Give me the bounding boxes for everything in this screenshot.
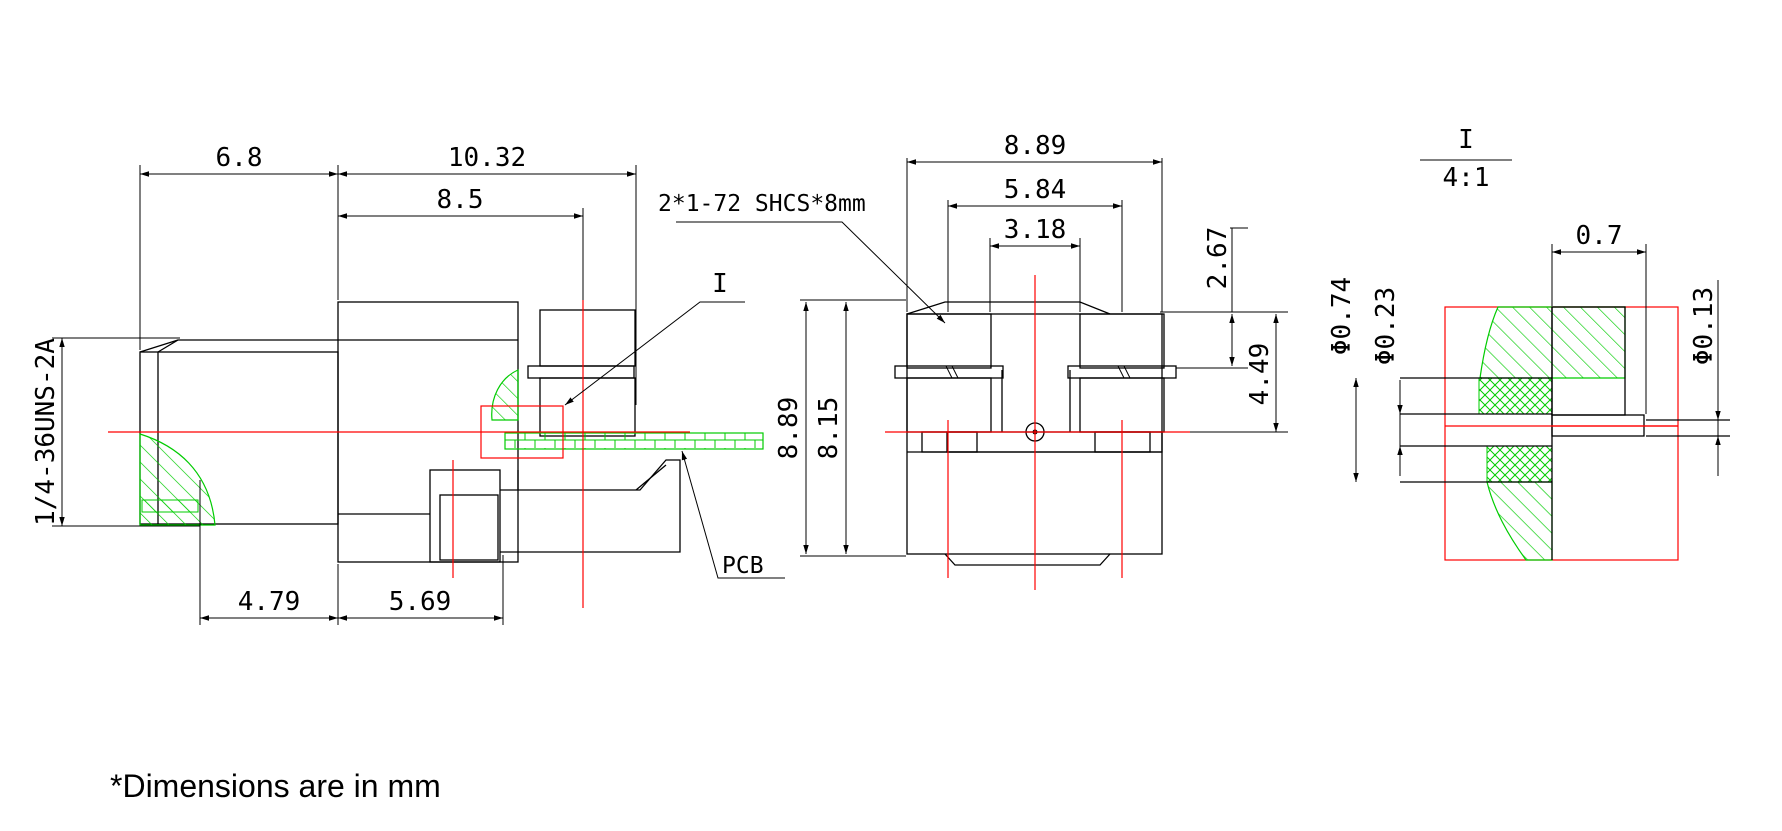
detail-hatch-bottom	[1486, 481, 1553, 561]
dim-dia-large: Φ0.74	[1327, 277, 1357, 355]
pcb-board	[504, 432, 764, 450]
dim-8-5: 8.5	[437, 185, 484, 215]
dim-4-79: 4.79	[238, 587, 301, 617]
detail-cross-bottom	[1486, 445, 1553, 483]
dim-dia-pin: Φ0.13	[1689, 287, 1719, 365]
dim-5-69: 5.69	[389, 587, 452, 617]
dim-10-32: 10.32	[448, 143, 526, 173]
dim-top-offset: 2.67	[1203, 227, 1233, 290]
front-view-extension-lines	[800, 158, 1288, 557]
pcb-label: PCB	[722, 553, 764, 579]
screw-slits	[945, 365, 1131, 379]
detail-callout-label: I	[712, 269, 728, 299]
dim-thread: 1/4-36UNS-2A	[31, 338, 61, 526]
dim-width-mid: 5.84	[1004, 175, 1067, 205]
dim-width-outer: 8.89	[1004, 131, 1067, 161]
side-view: 6.8 10.32 8.5 1/4-36UNS-2A 4.79 5.69 I P…	[31, 143, 785, 625]
detail-scale: 4:1	[1443, 163, 1490, 193]
detail-callout-leader	[564, 301, 745, 406]
barrel-section-cross	[141, 499, 199, 513]
dim-step-width: 0.7	[1576, 221, 1623, 251]
side-view-extension-lines	[52, 165, 637, 625]
ferrule-section-hatch	[491, 369, 519, 421]
dim-width-inner: 3.18	[1004, 215, 1067, 245]
screw-note-leader	[676, 221, 946, 324]
detail-cross-top	[1478, 377, 1553, 415]
dim-dia-small: Φ0.23	[1371, 287, 1401, 365]
front-view: 2*1-72 SHCS*8mm 8.89 5.84 3.18 8.89 8.15…	[658, 131, 1288, 590]
units-footnote: *Dimensions are in mm	[110, 768, 441, 804]
screw-note: 2*1-72 SHCS*8mm	[658, 191, 866, 217]
dim-height-outer: 8.89	[774, 397, 804, 460]
pcb-leader	[681, 450, 785, 579]
dim-height-inner: 8.15	[814, 397, 844, 460]
dim-6-8: 6.8	[216, 143, 263, 173]
dim-flange-height: 4.49	[1245, 343, 1275, 406]
detail-title: I	[1458, 125, 1474, 155]
detail-view: I 4:1	[1327, 125, 1730, 561]
